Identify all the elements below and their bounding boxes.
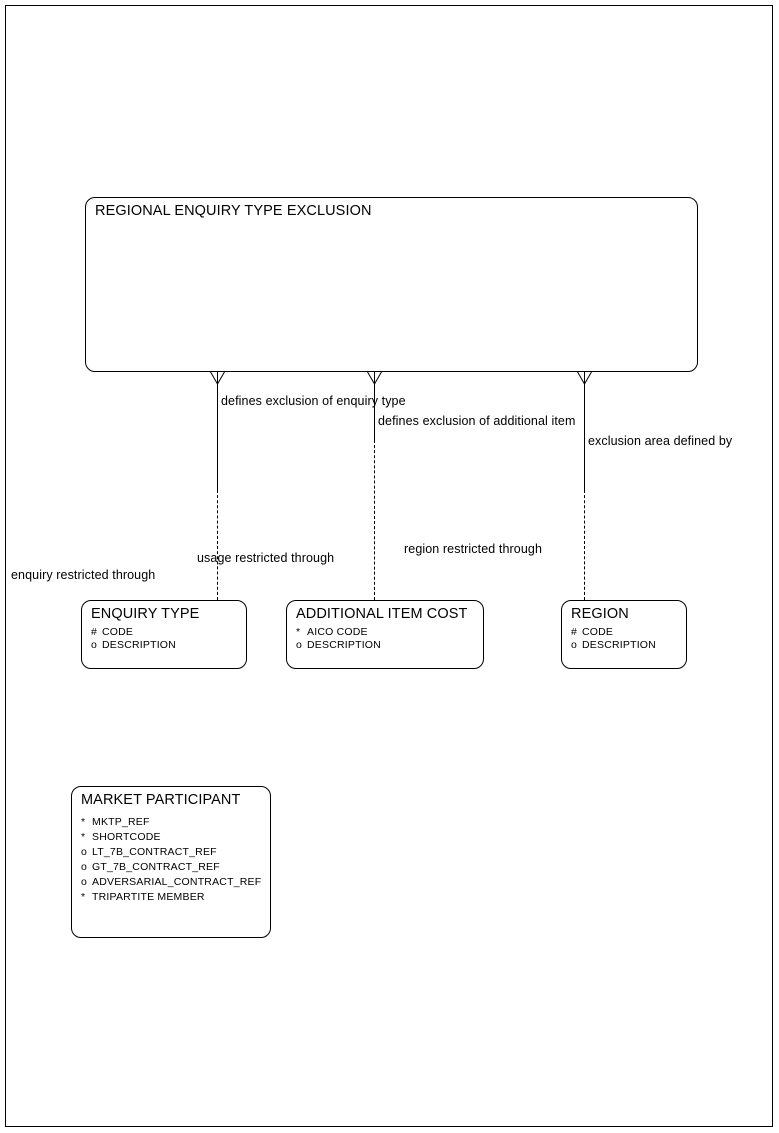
rel-label-exclusion-area-defined-by: exclusion area defined by [588,434,733,448]
rel-line-region-dashed [584,490,585,600]
attribute-list: * AICO CODE o DESCRIPTION [296,626,381,652]
attribute-marker: * [296,626,301,638]
attribute-label: DESCRIPTION [582,639,656,651]
rel-line-additional-item-solid [374,384,375,440]
rel-label-defines-exclusion-of-enquiry-type: defines exclusion of enquiry type [221,394,406,408]
rel-line-region-solid [584,384,585,490]
attribute-label: MKTP_REF [92,816,150,828]
attribute-label: LT_7B_CONTRACT_REF [92,846,217,858]
attribute-label: DESCRIPTION [307,639,381,651]
rel-line-additional-item-dashed [374,440,375,600]
rel-line-enquiry-type-solid [217,384,218,490]
entity-title: REGIONAL ENQUIRY TYPE EXCLUSION [95,203,372,219]
attribute-row: * AICO CODE [296,626,381,639]
attribute-label: AICO CODE [307,626,368,638]
crowfoot-region [576,371,593,385]
attribute-marker: # [571,626,578,638]
attribute-marker: o [81,876,88,888]
attribute-marker: * [81,816,86,828]
rel-label-enquiry-restricted-through: enquiry restricted through [11,568,156,582]
attribute-label: DESCRIPTION [102,639,176,651]
attribute-row: o DESCRIPTION [296,639,381,652]
attribute-label: ADVERSARIAL_CONTRACT_REF [92,876,262,888]
attribute-list: # CODE o DESCRIPTION [91,626,176,652]
rel-label-defines-exclusion-of-additional-item: defines exclusion of additional item [378,414,576,428]
attribute-row: o GT_7B_CONTRACT_REF [81,860,261,875]
attribute-row: * TRIPARTITE MEMBER [81,890,261,905]
attribute-row: o LT_7B_CONTRACT_REF [81,845,261,860]
attribute-marker: o [91,639,98,651]
attribute-label: SHORTCODE [92,831,161,843]
attribute-row: # CODE [91,626,176,639]
attribute-label: TRIPARTITE MEMBER [92,891,205,903]
attribute-marker: o [296,639,303,651]
page-border [5,5,773,1127]
entity-title: MARKET PARTICIPANT [81,792,241,808]
entity-title: ENQUIRY TYPE [91,606,200,622]
crowfoot-enquiry-type [209,371,226,385]
entity-region[interactable]: REGION # CODE o DESCRIPTION [561,600,687,669]
entity-additional-item-cost[interactable]: ADDITIONAL ITEM COST * AICO CODE o DESCRIP… [286,600,484,669]
attribute-row: o DESCRIPTION [91,639,176,652]
attribute-marker: * [81,891,86,903]
entity-regional-enquiry-type-exclusion[interactable]: REGIONAL ENQUIRY TYPE EXCLUSION [85,197,698,372]
attribute-label: GT_7B_CONTRACT_REF [92,861,220,873]
attribute-row: * MKTP_REF [81,815,261,830]
entity-title: ADDITIONAL ITEM COST [296,606,468,622]
rel-line-enquiry-type-dashed [217,490,218,600]
attribute-marker: o [571,639,578,651]
attribute-label: CODE [582,626,614,638]
rel-label-region-restricted-through: region restricted through [404,542,542,556]
attribute-list: # CODE o DESCRIPTION [571,626,656,652]
entity-market-participant[interactable]: MARKET PARTICIPANT * MKTP_REF * SHORTCODE … [71,786,271,938]
attribute-marker: o [81,861,88,873]
rel-label-usage-restricted-through: usage restricted through [197,551,335,565]
attribute-label: CODE [102,626,134,638]
attribute-row: o DESCRIPTION [571,639,656,652]
attribute-marker: o [81,846,88,858]
entity-title: REGION [571,606,629,622]
attribute-row: * SHORTCODE [81,830,261,845]
attribute-row: o ADVERSARIAL_CONTRACT_REF [81,875,261,890]
attribute-row: # CODE [571,626,656,639]
crowfoot-additional-item-cost [366,371,383,385]
attribute-list: * MKTP_REF * SHORTCODE o LT_7B_CONTRACT_REF… [81,815,261,905]
entity-enquiry-type[interactable]: ENQUIRY TYPE # CODE o DESCRIPTION [81,600,247,669]
attribute-marker: * [81,831,86,843]
attribute-marker: # [91,626,98,638]
